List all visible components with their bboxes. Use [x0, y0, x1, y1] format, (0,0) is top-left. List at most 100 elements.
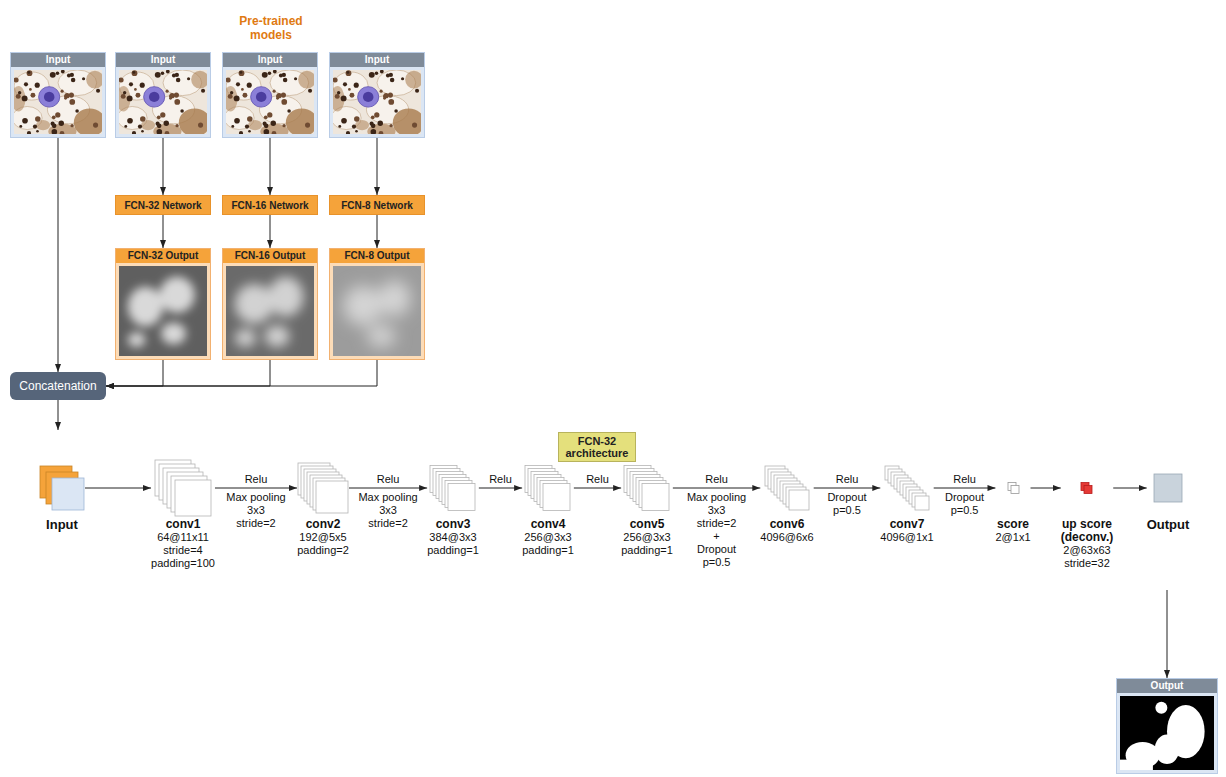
panel-image — [119, 266, 207, 356]
stained-cell — [251, 87, 272, 107]
panel-header: FCN-16 Output — [223, 249, 317, 263]
nucleus-dot — [308, 89, 312, 93]
pretrained-models-group: Pre-trained modelsInputInputInputFCN-32 … — [110, 10, 432, 398]
nucleus-dot — [166, 90, 169, 93]
panel-image — [1120, 696, 1214, 770]
layer-spec: stride=32 — [1064, 557, 1110, 570]
nucleus-dot — [61, 70, 65, 73]
output-layer: Output — [1147, 458, 1190, 531]
nucleus-dot — [141, 130, 144, 133]
panel-image — [14, 70, 102, 134]
feature-map — [1154, 474, 1182, 502]
nucleus-dot — [14, 77, 19, 82]
stain — [74, 108, 102, 134]
blurred-map — [128, 277, 195, 347]
nucleus-dot — [272, 131, 277, 134]
stain — [191, 71, 207, 89]
architecture-title: FCN-32 architecture — [558, 432, 636, 462]
network-output-panel: FCN-8 Output — [329, 248, 425, 360]
arrow-connector — [58, 138, 59, 372]
operation-label: p=0.5 — [951, 504, 979, 517]
network-label: FCN-32 Network — [124, 200, 201, 211]
nucleus-dot — [18, 91, 21, 94]
nucleus-dot — [36, 130, 39, 133]
nucleus-dot — [155, 72, 161, 78]
nucleus-dot — [176, 78, 181, 83]
network-output-panel: FCN-32 Output — [115, 248, 211, 360]
operation-label: 3x3 — [247, 504, 265, 517]
stained-cell — [39, 87, 60, 107]
layer-spec: padding=1 — [621, 544, 673, 557]
input-image-panel: Input — [10, 52, 106, 138]
arrow-connector — [479, 488, 522, 489]
nucleus-dot — [390, 78, 395, 83]
layer-spec: 4096@6x6 — [760, 531, 813, 544]
panel-image — [333, 70, 421, 134]
nucleus-dot — [22, 118, 28, 124]
operation-label: Dropout — [697, 543, 736, 556]
nucleus-dot — [60, 131, 65, 134]
nucleus-dot — [333, 77, 338, 82]
nucleus-dot — [226, 77, 231, 82]
input-layer: Input — [39, 458, 85, 531]
nucleus-dot — [389, 124, 392, 127]
nucleus-dot — [239, 131, 243, 134]
mask-region — [1120, 702, 1205, 770]
arrow-connector — [163, 215, 164, 248]
probability-blob — [379, 280, 411, 316]
feature-map — [543, 484, 570, 511]
probability-blob — [128, 287, 163, 327]
layer-name: conv4 — [531, 518, 566, 531]
nucleus-dot — [164, 120, 169, 125]
nucleus-dot — [93, 122, 98, 127]
layer-name: conv5 — [630, 518, 665, 531]
nucleus-dot — [165, 131, 170, 134]
layer-spec: padding=1 — [522, 544, 574, 557]
panel-image — [333, 266, 421, 356]
mask-ground — [1120, 696, 1214, 770]
nucleus-dot — [247, 83, 252, 88]
layer-spec: 384@3x3 — [429, 531, 476, 544]
layer-spec: 192@5x5 — [299, 531, 346, 544]
nucleus-dot — [267, 112, 272, 117]
nucleus-dot — [127, 118, 133, 124]
nucleus-dot — [239, 71, 242, 74]
nucleus-dot — [27, 70, 33, 76]
conv-layer: conv74096@1x1 — [880, 458, 933, 544]
image-ground — [119, 266, 207, 356]
nucleus-dot — [22, 96, 28, 102]
nucleus-dot — [369, 72, 375, 78]
feature-map — [642, 484, 669, 511]
nucleus-dot — [19, 125, 22, 128]
nucleus-dot — [161, 72, 165, 76]
feature-map — [915, 496, 929, 510]
layer-stack-icon — [429, 458, 476, 518]
probability-blob — [235, 329, 256, 347]
nucleus-dot — [341, 118, 347, 124]
nucleus-dot — [388, 92, 393, 97]
concatenation-box: Concatenation — [10, 372, 106, 400]
layer-spec: 64@11x11 — [157, 531, 209, 544]
activation-label: Relu — [836, 473, 859, 486]
probability-blob — [159, 277, 194, 313]
nucleus-dot — [268, 72, 272, 76]
nucleus-dot — [276, 97, 279, 100]
nucleus-dot — [343, 82, 347, 86]
layer-spec: padding=100 — [151, 557, 215, 570]
nucleus-dot — [374, 112, 379, 117]
nucleus-dot — [355, 130, 358, 133]
nucleus-dot — [132, 131, 136, 134]
network-box: FCN-8 Network — [329, 195, 425, 215]
nucleus-dot — [175, 124, 178, 127]
arrow-connector — [349, 488, 427, 489]
nucleus-dot — [412, 122, 417, 127]
nucleus-dot — [119, 77, 124, 82]
feature-map — [175, 480, 211, 516]
nucleus-dot — [349, 93, 354, 98]
nucleus-dot — [371, 124, 376, 129]
nucleus-dot — [241, 88, 244, 91]
layer-stack-icon — [884, 458, 930, 518]
operation-label: p=0.5 — [703, 556, 731, 569]
arrow-connector — [58, 400, 59, 430]
